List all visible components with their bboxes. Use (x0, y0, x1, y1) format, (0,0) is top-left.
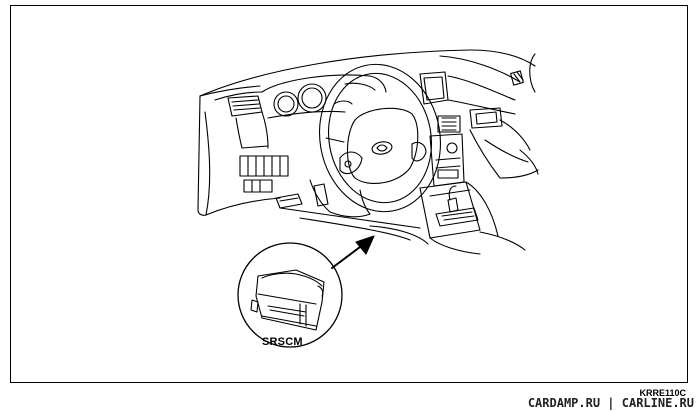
passenger-side (469, 107, 539, 179)
watermark-text: CARDAMP.RU | CARLINE.RU (527, 396, 694, 410)
center-console (419, 181, 499, 239)
center-display (419, 70, 524, 115)
pedals (275, 183, 329, 209)
floor-lines (279, 207, 526, 255)
figure-frame (10, 5, 688, 383)
srscm-callout (237, 242, 343, 348)
left-switch-panel (239, 155, 289, 193)
srscm-label: SRSCM (262, 336, 303, 348)
center-stack (429, 115, 465, 187)
left-air-vent (227, 95, 269, 149)
dashboard-outline (197, 49, 536, 216)
instrument-cluster (261, 74, 387, 119)
location-arrow (331, 235, 375, 269)
srscm-module (250, 269, 325, 331)
steering-wheel (318, 63, 442, 213)
steering-column (309, 179, 371, 218)
figure-code: KRRE110C (639, 388, 686, 398)
